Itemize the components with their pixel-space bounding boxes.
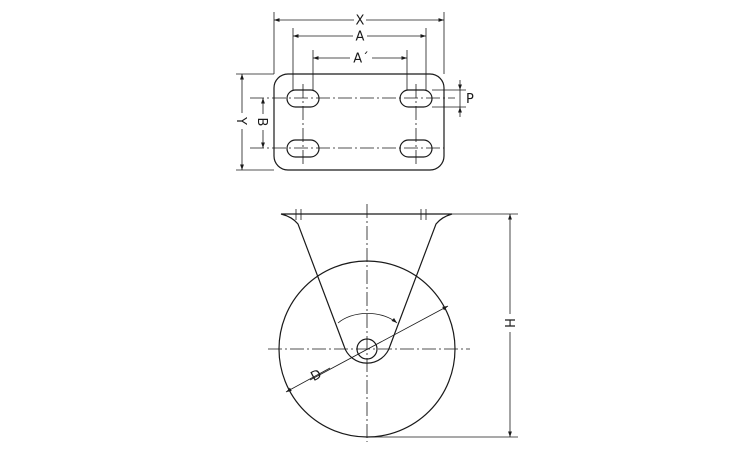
dimension-a: A <box>293 30 426 45</box>
rotation-indicator <box>337 312 398 324</box>
mounting-slot-holes <box>286 89 433 158</box>
dimension-a-prime-label: A´ <box>353 52 368 67</box>
dimension-y-label: Y <box>233 116 248 125</box>
fork-bracket <box>280 213 453 364</box>
dimension-a-label: A <box>356 30 365 45</box>
dimension-x: X <box>274 14 444 29</box>
dimension-p: P <box>458 80 474 117</box>
dimension-h: H <box>501 214 516 437</box>
caster-side-view: H D <box>268 204 518 442</box>
slot-center-lines <box>250 84 455 164</box>
height-extension-lines <box>367 213 518 438</box>
top-plate-ticks <box>295 209 427 220</box>
dimension-p-label: P <box>466 92 474 107</box>
dimension-b-label: B <box>254 118 269 127</box>
dimension-a-prime: A´ <box>313 52 407 67</box>
dimension-h-label: H <box>501 318 516 328</box>
dimension-d-label: D <box>308 367 324 385</box>
mounting-plate-view: X A A´ Y B P <box>233 12 474 171</box>
mounting-plate-outline <box>273 73 445 171</box>
dimension-y: Y <box>233 74 248 170</box>
dimension-b: B <box>254 98 269 148</box>
wheel-center-lines <box>268 204 470 442</box>
dimension-x-label: X <box>356 14 365 29</box>
